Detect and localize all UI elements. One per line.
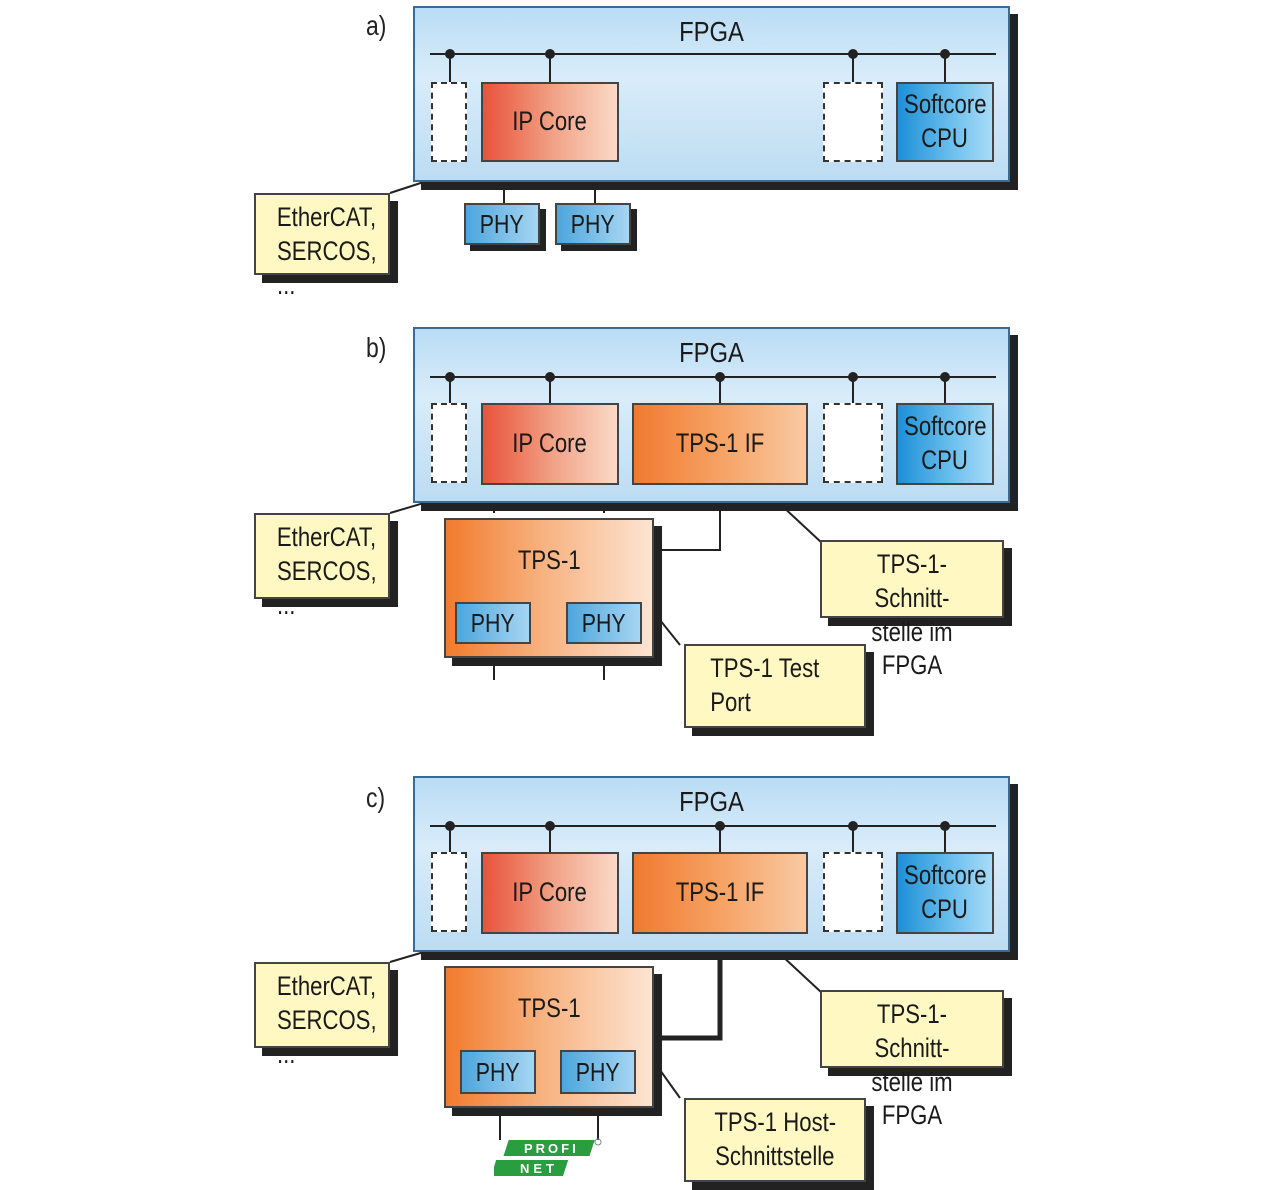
bus-stub (852, 826, 854, 852)
bus-stub (944, 54, 946, 82)
panel-label-b: b) (366, 332, 387, 363)
bus-stub (944, 377, 946, 403)
phy-block: PHY (460, 1050, 536, 1094)
protocol-note: EtherCAT,SERCOS, ... (254, 513, 390, 620)
empty-slot (823, 403, 883, 483)
bus-stub (944, 826, 946, 852)
bus-stub (549, 377, 551, 403)
host-interface-note: TPS-1 Host-Schnittstelle (684, 1098, 866, 1182)
bus-stub (719, 826, 721, 852)
panel-label-c: c) (366, 782, 386, 813)
system-bus-a (430, 53, 996, 55)
protocol-note: EtherCAT,SERCOS, ... (254, 962, 390, 1069)
bus-stub (449, 826, 451, 852)
fpga-title: FPGA (679, 786, 744, 817)
fpga-title: FPGA (679, 16, 744, 47)
panel-label-a: a) (366, 10, 387, 41)
bus-stub (549, 826, 551, 852)
ip-core-block: IP Core (481, 852, 619, 934)
phy-block: PHY (555, 203, 631, 245)
ip-core-block: IP Core (481, 403, 619, 485)
bus-stub (549, 54, 551, 82)
svg-text:NET: NET (520, 1161, 558, 1176)
tps-1-if-block: TPS-1 IF (632, 852, 808, 934)
system-bus-c (430, 825, 996, 827)
tps-1-if-block: TPS-1 IF (632, 403, 808, 485)
bus-stub (852, 54, 854, 82)
ip-core-block: IP Core (481, 82, 619, 162)
empty-slot (431, 852, 467, 932)
empty-slot (823, 82, 883, 162)
interface-note: TPS-1-Schnitt-stelle im FPGA (820, 990, 1004, 1130)
test-port-note: TPS-1 Test Port (684, 644, 866, 728)
interface-note: TPS-1-Schnitt-stelle im FPGA (820, 540, 1004, 680)
empty-slot (431, 82, 467, 162)
system-bus-b (430, 376, 996, 378)
phy-block: PHY (464, 203, 540, 245)
phy-block: PHY (566, 602, 642, 644)
phy-block: PHY (560, 1050, 636, 1094)
bus-stub (449, 54, 451, 82)
bus-stub (449, 377, 451, 403)
svg-text:PROFI: PROFI (524, 1141, 579, 1156)
empty-slot (823, 852, 883, 932)
profinet-logo: PROFI NET (494, 1138, 602, 1176)
bus-stub (719, 377, 721, 403)
protocol-note: EtherCAT,SERCOS, ... (254, 193, 390, 300)
phy-block: PHY (455, 602, 531, 644)
bus-stub (852, 377, 854, 403)
empty-slot (431, 403, 467, 483)
fpga-title: FPGA (679, 337, 744, 368)
